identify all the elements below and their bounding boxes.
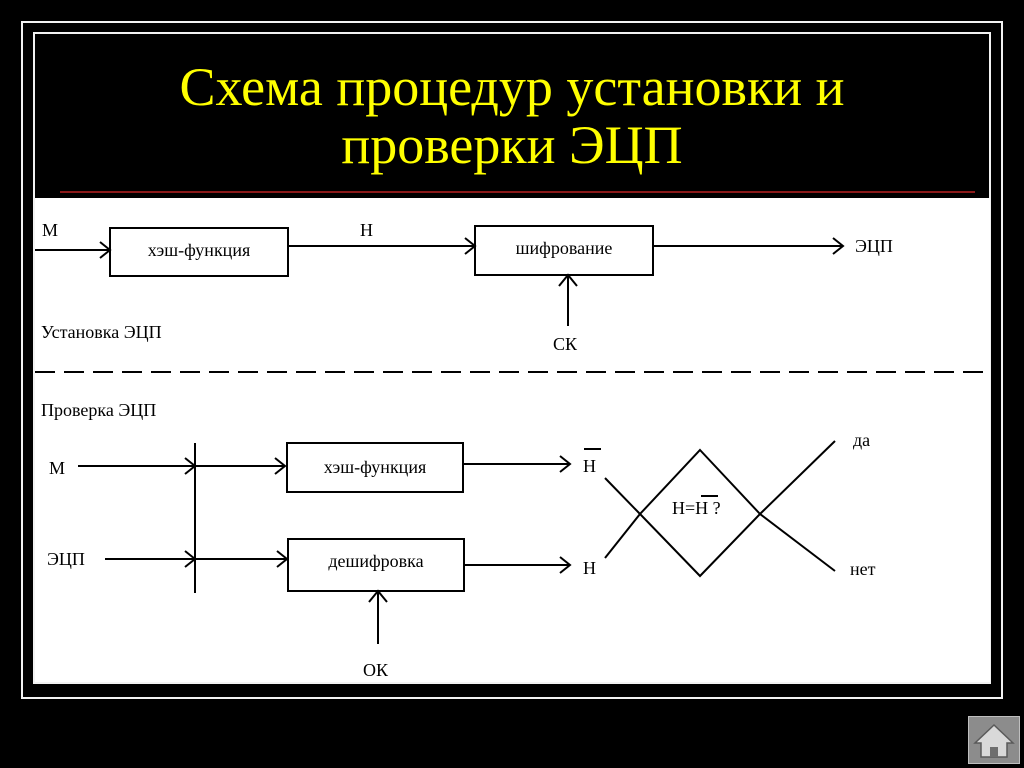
compare-suffix: ? — [708, 498, 721, 518]
compare-label: Н=Н ? — [672, 498, 721, 518]
setup-hash-box-label: хэш-функция — [148, 240, 250, 260]
compare-diamond — [638, 448, 762, 578]
home-button[interactable] — [968, 716, 1020, 764]
yes-label: да — [853, 430, 870, 450]
verify-decrypt-box-label: дешифровка — [328, 551, 423, 571]
setup-hash-box — [109, 227, 289, 277]
home-icon — [973, 723, 1015, 758]
title-divider — [60, 191, 975, 193]
setup-encrypt-box — [474, 225, 654, 276]
verify-decrypt-output-label: Н — [583, 558, 596, 578]
verify-message-label: М — [49, 458, 65, 478]
slide-title-line1: Схема процедур установки и — [179, 57, 845, 117]
verify-section-label: Проверка ЭЦП — [41, 400, 156, 420]
verify-hash-output-arrowhead — [559, 455, 572, 473]
setup-output-label: ЭЦП — [855, 236, 893, 256]
verify-signature-label: ЭЦП — [47, 549, 85, 569]
verify-message-arrow2 — [274, 457, 287, 475]
verify-key-arrowhead — [368, 589, 388, 603]
verify-hash-box-label: хэш-функция — [324, 457, 426, 477]
compare-line-yes — [759, 440, 836, 515]
verify-key-label: ОК — [363, 660, 389, 680]
compare-left: Н= — [672, 498, 695, 518]
no-label: нет — [850, 559, 876, 579]
compare-line-no — [759, 513, 836, 572]
compare-right: Н — [695, 498, 708, 518]
slide-outer-frame — [21, 21, 1003, 699]
verify-hash-box — [286, 442, 464, 493]
setup-key-arrowhead — [558, 273, 578, 287]
slide-title: Схема процедур установки и проверки ЭЦП — [60, 58, 964, 174]
setup-input-label: М — [42, 220, 58, 240]
setup-encrypt-box-label: шифрование — [516, 238, 613, 258]
setup-hash-output-label: Н — [360, 220, 373, 240]
verify-decrypt-output-arrowhead — [559, 556, 572, 574]
slide-inner-frame — [33, 32, 991, 684]
compare-line-bottom-left — [604, 513, 641, 559]
signature-diagram: М хэш-функция Н шифрование ЭЦП Установка… — [35, 198, 990, 682]
setup-section-label: Установка ЭЦП — [41, 322, 162, 342]
setup-key-label: СК — [553, 334, 578, 354]
compare-line-top-left — [604, 477, 641, 515]
verify-hash-output-label: Н — [583, 456, 596, 476]
setup-output-arrowhead — [832, 237, 845, 255]
slide-title-line2: проверки ЭЦП — [341, 115, 683, 175]
